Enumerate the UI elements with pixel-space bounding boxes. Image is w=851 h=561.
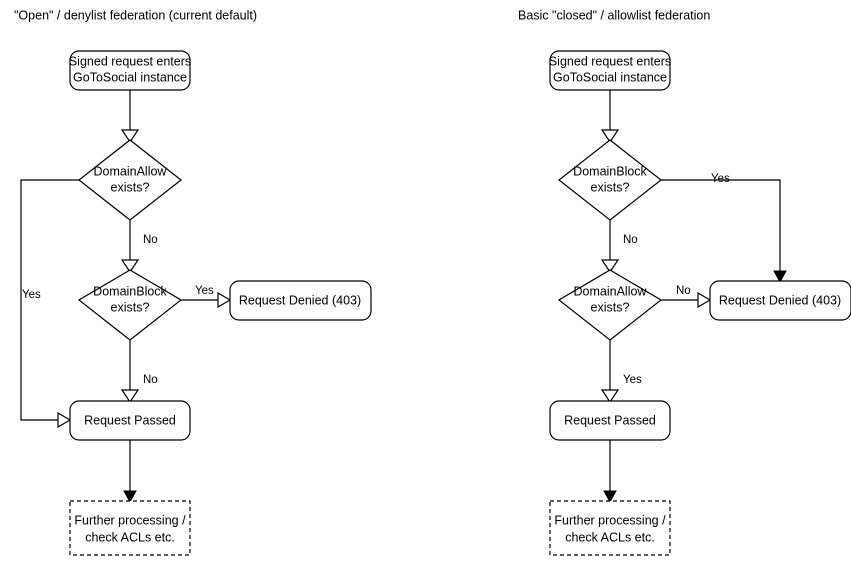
connector-domainblock-no-right: No <box>600 220 638 274</box>
request-denied-label: Request Denied (403) <box>239 293 361 307</box>
connector-entry-to-domainblock-right <box>600 90 620 144</box>
edge-label-domainallow-no-right: No <box>676 285 691 297</box>
node-request-denied-left: Request Denied (403) <box>229 280 372 321</box>
domainblock-right-line2: exists? <box>591 180 630 194</box>
request-passed-label-right: Request Passed <box>564 413 656 427</box>
node-request-passed-left: Request Passed <box>69 400 191 441</box>
connector-domainallow-no-right: No <box>661 285 712 309</box>
node-decision-domainallow-left: DomainAllow exists? <box>78 139 182 221</box>
further-processing-shape <box>69 500 191 556</box>
node-decision-domainallow-right: DomainAllow exists? <box>557 269 663 341</box>
connector-domainallow-yes: Yes <box>20 179 79 429</box>
connector-domainblock-yes-right: Yes <box>661 173 787 284</box>
node-request-passed-right: Request Passed <box>549 400 671 441</box>
domainallow-label-line2: exists? <box>111 180 150 194</box>
domainallow-label-line1: DomainAllow <box>94 164 168 178</box>
node-further-processing-left: Further processing / check ACLs etc. <box>69 500 191 556</box>
domainblock-label-line1: DomainBlock <box>93 284 167 298</box>
edge-label-domainblock-no-right: No <box>623 234 638 246</box>
node-request-denied-right: Request Denied (403) <box>709 280 851 321</box>
domainallow-right-line2: exists? <box>591 300 630 314</box>
connector-passed-to-further-right <box>603 440 617 504</box>
entry-box-line1: Signed request enters <box>69 54 191 68</box>
domainblock-label-line2: exists? <box>111 300 150 314</box>
entry-box-line2: GoToSocial instance <box>73 70 187 84</box>
connector-passed-to-further-left <box>123 440 137 504</box>
entry-box-right-line2: GoToSocial instance <box>553 70 667 84</box>
domainblock-right-line1: DomainBlock <box>573 164 647 178</box>
further-processing-line1: Further processing / <box>74 513 186 527</box>
request-denied-shape-right <box>709 280 851 321</box>
edge-label-domainblock-no: No <box>143 374 158 386</box>
edge-label-domainblock-yes: Yes <box>195 285 214 297</box>
node-entry-left: Signed request enters GoToSocial instanc… <box>69 50 191 91</box>
panel-title-closed-allowlist: Basic "closed" / allowlist federation <box>518 8 710 22</box>
connector-domainallow-no: No <box>120 220 158 274</box>
connector-domainblock-yes: Yes <box>181 285 232 309</box>
entry-box-right-line1: Signed request enters <box>549 54 671 68</box>
edge-label-domainblock-yes-right: Yes <box>711 173 730 185</box>
further-processing-right-line1: Further processing / <box>554 513 666 527</box>
edge-label-domainallow-no: No <box>143 234 158 246</box>
request-denied-shape <box>229 280 372 321</box>
connector-domainallow-yes-right: Yes <box>600 340 642 404</box>
further-processing-shape-right <box>549 500 671 556</box>
panel-title-open-denylist: "Open" / denylist federation (current de… <box>14 8 257 22</box>
node-entry-right: Signed request enters GoToSocial instanc… <box>549 50 671 91</box>
domainallow-right-line1: DomainAllow <box>574 284 648 298</box>
panel-open-denylist: "Open" / denylist federation (current de… <box>14 8 372 556</box>
connector-domainblock-no: No <box>120 340 158 404</box>
panel-closed-allowlist: Basic "closed" / allowlist federation Si… <box>518 8 851 556</box>
request-passed-label: Request Passed <box>84 413 176 427</box>
further-processing-line2: check ACLs etc. <box>85 530 175 544</box>
node-further-processing-right: Further processing / check ACLs etc. <box>549 500 671 556</box>
edge-label-domainallow-yes: Yes <box>22 289 41 301</box>
node-decision-domainblock-left: DomainBlock exists? <box>77 269 183 341</box>
further-processing-right-line2: check ACLs etc. <box>565 530 655 544</box>
request-denied-label-right: Request Denied (403) <box>719 293 841 307</box>
node-decision-domainblock-right: DomainBlock exists? <box>558 139 662 221</box>
connector-entry-to-domainallow <box>120 90 140 144</box>
edge-label-domainallow-yes-right: Yes <box>623 374 642 386</box>
